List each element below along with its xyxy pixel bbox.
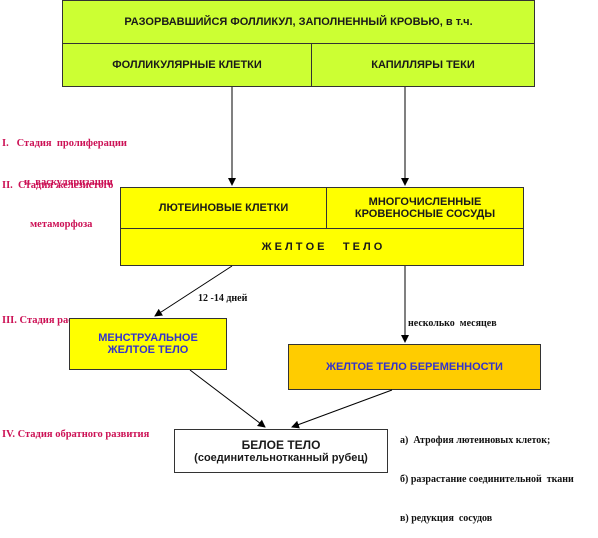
lutein-cells-box: ЛЮТЕИНОВЫЕ КЛЕТКИ [120,187,327,229]
menstrual-line-1: МЕНСТРУАЛЬНОЕ [98,332,198,344]
blood-vessels-box: МНОГОЧИСЛЕННЫЕ КРОВЕНОСНЫЕ СОСУДЫ [326,187,524,229]
stage-1-line-1: I. Стадия пролиферации [2,138,127,149]
corpus-albicans-line-2: (соединительнотканный рубец) [194,452,368,464]
stage-2-label: II. Стадия железистого метаморфоза [2,153,113,244]
months-label: несколько месяцев [408,318,497,329]
theca-capillaries-box: КАПИЛЛЯРЫ ТЕКИ [311,43,535,87]
corpus-albicans-box: БЕЛОЕ ТЕЛО (соединительнотканный рубец) [174,429,388,473]
stage-2-line-2: метаморфоза [30,219,93,230]
corpus-luteum-box: Ж Е Л Т О Е Т Е Л О [120,228,524,266]
stage-4-line: IV. Стадия обратного развития [2,429,150,440]
follicular-cells-label: ФОЛЛИКУЛЯРНЫЕ КЛЕТКИ [112,59,262,71]
stage-1-line-2: и васкуляризации [24,177,113,188]
menstrual-line-2: ЖЕЛТОЕ ТЕЛО [107,344,189,356]
blood-vessels-line-1: МНОГОЧИСЛЕННЫЕ [368,196,482,208]
arrows-layer [154,87,409,429]
ruptured-follicle-label: РАЗОРВАВШИЙСЯ ФОЛЛИКУЛ, ЗАПОЛНЕННЫЙ КРОВ… [124,16,473,28]
note-c: в) редукция сосудов [400,513,493,524]
pregnancy-corpus-luteum-box: ЖЕЛТОЕ ТЕЛО БЕРЕМЕННОСТИ [288,344,541,390]
days-label: 12 -14 дней [198,293,248,304]
ruptured-follicle-box: РАЗОРВАВШИЙСЯ ФОЛЛИКУЛ, ЗАПОЛНЕННЫЙ КРОВ… [62,0,535,44]
stage-1-label: I. Стадия пролиферации и васкуляризации [2,111,127,202]
menstrual-corpus-luteum-box: МЕНСТРУАЛЬНОЕ ЖЕЛТОЕ ТЕЛО [69,318,227,370]
corpus-albicans-line-1: БЕЛОЕ ТЕЛО [241,438,321,452]
blood-vessels-line-2: КРОВЕНОСНЫЕ СОСУДЫ [354,208,496,220]
pregnancy-label: ЖЕЛТОЕ ТЕЛО БЕРЕМЕННОСТИ [326,361,503,373]
stage-2-line-1: II. Стадия железистого [2,180,114,191]
follicular-cells-box: ФОЛЛИКУЛЯРНЫЕ КЛЕТКИ [62,43,312,87]
corpus-luteum-label: Ж Е Л Т О Е Т Е Л О [261,241,383,253]
arrow-to-menstrual [154,265,233,317]
arrow-menstrual-to-white [189,369,266,428]
note-a: а) Атрофия лютеиновых клеток; [400,435,551,446]
arrow-pregnancy-to-white [291,389,393,429]
stage-4-label: IV. Стадия обратного развития [2,402,149,454]
theca-capillaries-label: КАПИЛЛЯРЫ ТЕКИ [371,59,475,71]
lutein-cells-label: ЛЮТЕИНОВЫЕ КЛЕТКИ [158,202,289,214]
